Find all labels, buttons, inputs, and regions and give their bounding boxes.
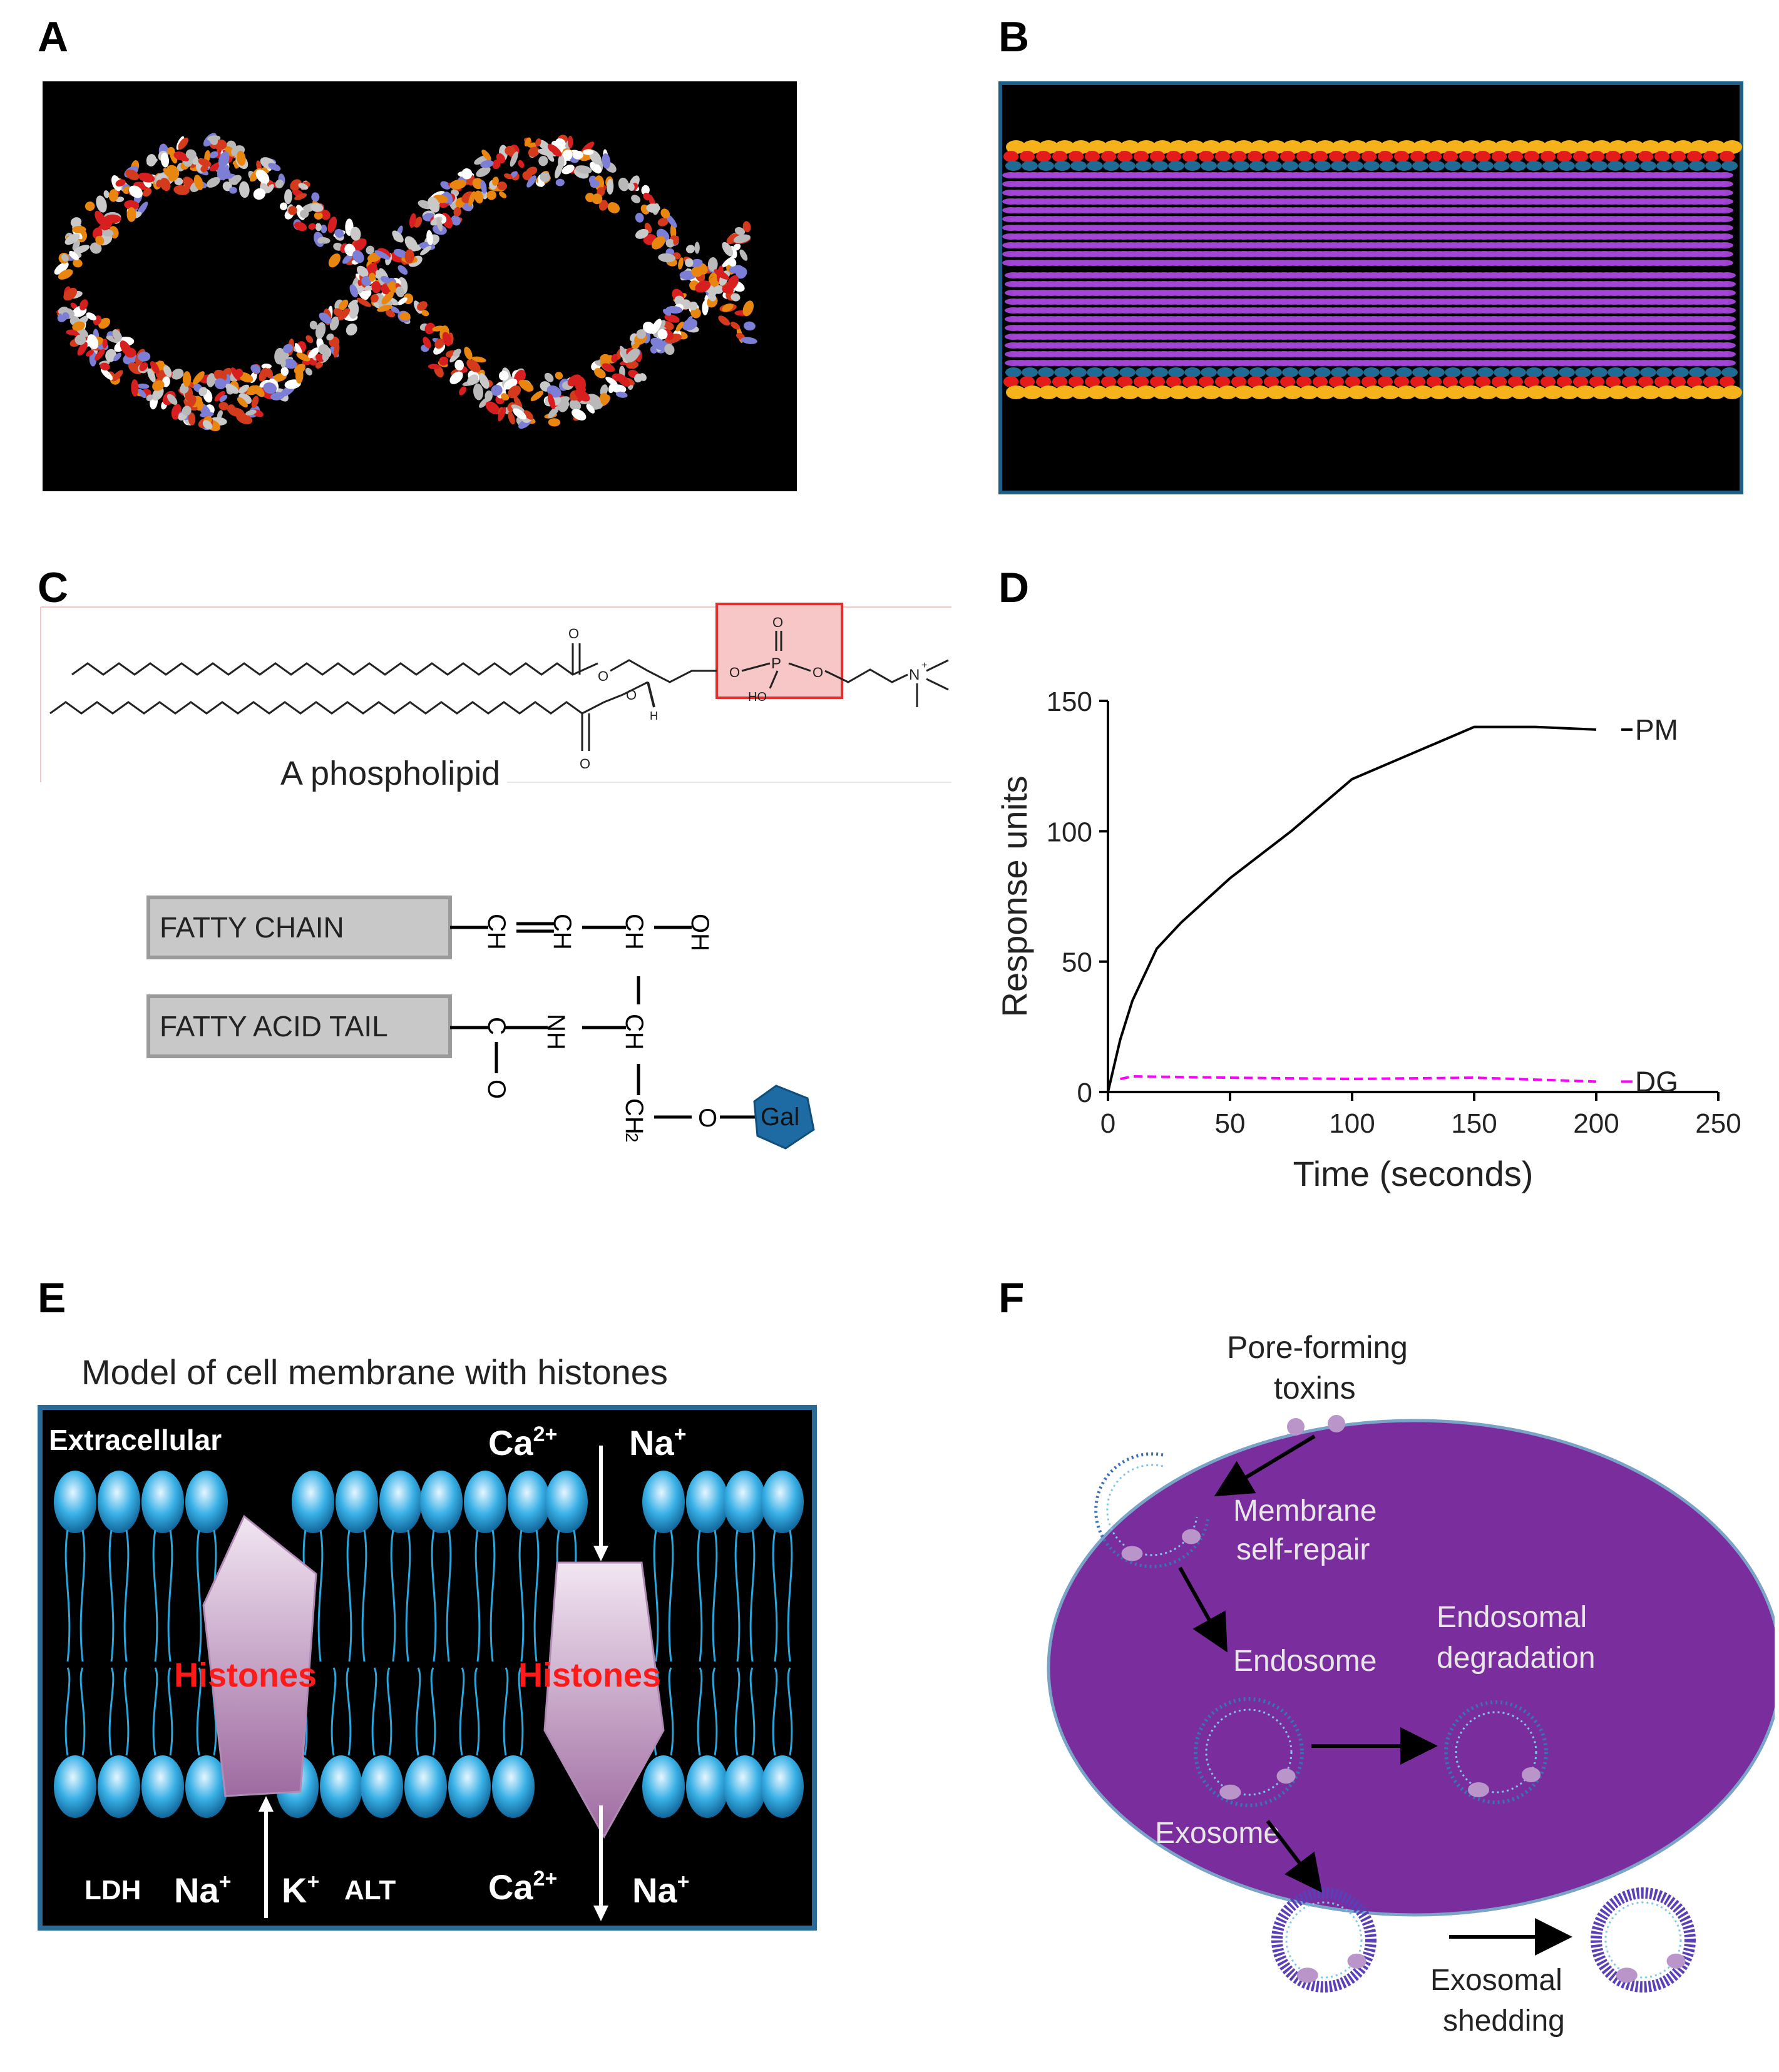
atom-o-p-top: O	[772, 615, 783, 630]
panel-letter-e: E	[38, 1274, 66, 1322]
atom-o-ester1: O	[598, 668, 608, 684]
alt-label: ALT	[344, 1875, 396, 1906]
legend-label-dg: DG	[1635, 1065, 1678, 1098]
endosome-label: Endosome	[1233, 1645, 1377, 1678]
series-line-dg	[1120, 1074, 1597, 1083]
x-tick-label: 100	[1329, 1108, 1375, 1139]
degradation-label: degradation	[1437, 1641, 1596, 1675]
carbonyl-o: O	[483, 1079, 510, 1099]
glycosidic-o: O	[698, 1105, 717, 1132]
atom-h: H	[650, 710, 658, 722]
phospholipid-structure: O O O O H O P O HO O N +	[40, 603, 951, 795]
ion-na-bottom-left: Na+	[174, 1870, 231, 1910]
response-chart: 0 50 100 150 0 50 100 150 200 250 PM DG Response u…	[995, 686, 1741, 1193]
panel-letter-c: C	[38, 564, 69, 611]
panel-letter-a: A	[38, 13, 69, 61]
atom-o-p-right: O	[813, 665, 823, 680]
ch2-subscript: 2	[622, 1133, 642, 1143]
exosome-pathway-diagram: Pore-forming toxins Membrane self-repair…	[1047, 1330, 1775, 2038]
ion-na-bottom-right: Na+	[632, 1870, 689, 1910]
atom-o-top: O	[568, 626, 579, 641]
y-tick-label: 100	[1047, 817, 1092, 847]
ion-k-bottom: K+	[282, 1870, 319, 1910]
row1-ch-2: CH	[548, 914, 576, 950]
atom-o-bottom: O	[580, 756, 590, 772]
ion-na-top: Na+	[629, 1422, 686, 1462]
x-axis-label: Time (seconds)	[1293, 1154, 1534, 1193]
row1-oh: OH	[686, 914, 714, 951]
histone-left	[202, 1514, 317, 1797]
y-axis-label: Response units	[995, 775, 1034, 1017]
atom-n-charge: +	[921, 660, 927, 671]
atom-o-p-left: O	[729, 665, 740, 680]
panel-letter-b: B	[998, 13, 1030, 61]
row1-ch-1: CH	[483, 914, 510, 950]
fatty-acid-tail-label: FATTY ACID TAIL	[160, 1010, 388, 1043]
dna-molecule-image	[43, 81, 797, 491]
phospholipid-caption: A phospholipid	[280, 755, 501, 792]
membrane-model-diagram: Histones Histones Extracellular Ca2+ Na+…	[38, 1405, 817, 1931]
extracellular-label: Extracellular	[49, 1424, 222, 1456]
gal-label: Gal	[761, 1103, 799, 1131]
exosomal-label: Exosomal	[1430, 1964, 1562, 1997]
histones-label-left: Histones	[174, 1656, 317, 1694]
fatty-chain-box	[146, 896, 452, 959]
self-repair-label: self-repair	[1236, 1533, 1370, 1566]
atom-p: P	[771, 655, 781, 672]
glycolipid-structure: FATTY CHAIN FATTY ACID TAIL CH CH CH OH …	[146, 896, 815, 1150]
fatty-acid-tail-box	[146, 994, 452, 1058]
atom-ho: HO	[748, 690, 767, 704]
x-tick-label: 0	[1100, 1108, 1115, 1139]
phosphate-highlight-box	[715, 603, 843, 699]
shedding-label: shedding	[1443, 2004, 1565, 2038]
x-tick-label: 150	[1451, 1108, 1497, 1139]
endosomal-label: Endosomal	[1437, 1601, 1587, 1634]
ion-ca-top: Ca2+	[488, 1422, 557, 1462]
y-tick-label: 50	[1062, 947, 1092, 978]
panel-letter-f: F	[998, 1274, 1025, 1322]
x-tick-label: 250	[1695, 1108, 1741, 1139]
x-tick-label: 200	[1573, 1108, 1619, 1139]
fatty-chain-label: FATTY CHAIN	[160, 911, 344, 944]
ldh-label: LDH	[85, 1875, 141, 1906]
exosome-label: Exosome	[1155, 1817, 1280, 1850]
lipid-bilayer-image	[998, 81, 1743, 494]
membrane-label: Membrane	[1233, 1494, 1377, 1528]
atom-o-ester2: O	[626, 687, 637, 703]
panel-letter-d: D	[998, 564, 1030, 611]
histone-right	[543, 1561, 665, 1839]
y-tick-label: 0	[1077, 1078, 1092, 1108]
y-tick-label: 150	[1047, 686, 1092, 717]
row1-ch-3: CH	[620, 914, 648, 950]
ch2-label: CH	[620, 1098, 648, 1135]
pore-forming-label: Pore-forming	[1227, 1330, 1408, 1365]
atom-n: N	[909, 666, 920, 683]
row2-nh: NH	[542, 1014, 570, 1050]
x-tick-label: 50	[1215, 1108, 1246, 1139]
legend-label-pm: PM	[1635, 713, 1678, 746]
toxins-label: toxins	[1274, 1370, 1356, 1406]
row2-c: C	[483, 1017, 510, 1035]
membrane-model-title: Model of cell membrane with histones	[81, 1352, 668, 1392]
gal-hexagon	[753, 1084, 815, 1150]
series-line-pm	[1107, 725, 1597, 1093]
row2-ch: CH	[620, 1014, 648, 1050]
ion-ca-bottom: Ca2+	[488, 1867, 557, 1907]
histones-label-right: Histones	[518, 1656, 661, 1694]
